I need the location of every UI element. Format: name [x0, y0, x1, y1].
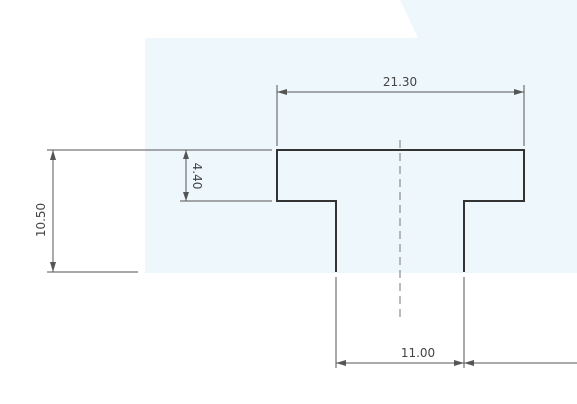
background-panel-top: [400, 0, 577, 38]
arrow-right-outer: [464, 360, 474, 366]
arrow-top: [183, 150, 189, 159]
arrow-bottom: [50, 262, 56, 272]
dimension-web-width: [335, 277, 577, 368]
background-panel-main: [145, 38, 577, 273]
dimension-label-total-height: 10.50: [34, 203, 48, 237]
tee-profile-outline: [276, 149, 525, 272]
arrow-left: [277, 89, 287, 95]
arrow-right: [454, 360, 464, 366]
dimension-label-web-width: 11.00: [401, 346, 435, 360]
dimension-total-height: [47, 149, 272, 273]
dimension-label-flange-thickness: 4.40: [190, 163, 204, 190]
arrow-left: [336, 360, 346, 366]
dimension-label-flange-width: 21.30: [383, 75, 417, 89]
arrow-bottom: [183, 192, 189, 201]
arrow-right: [514, 89, 524, 95]
dimension-flange-width: [276, 85, 525, 146]
arrow-top: [50, 150, 56, 160]
